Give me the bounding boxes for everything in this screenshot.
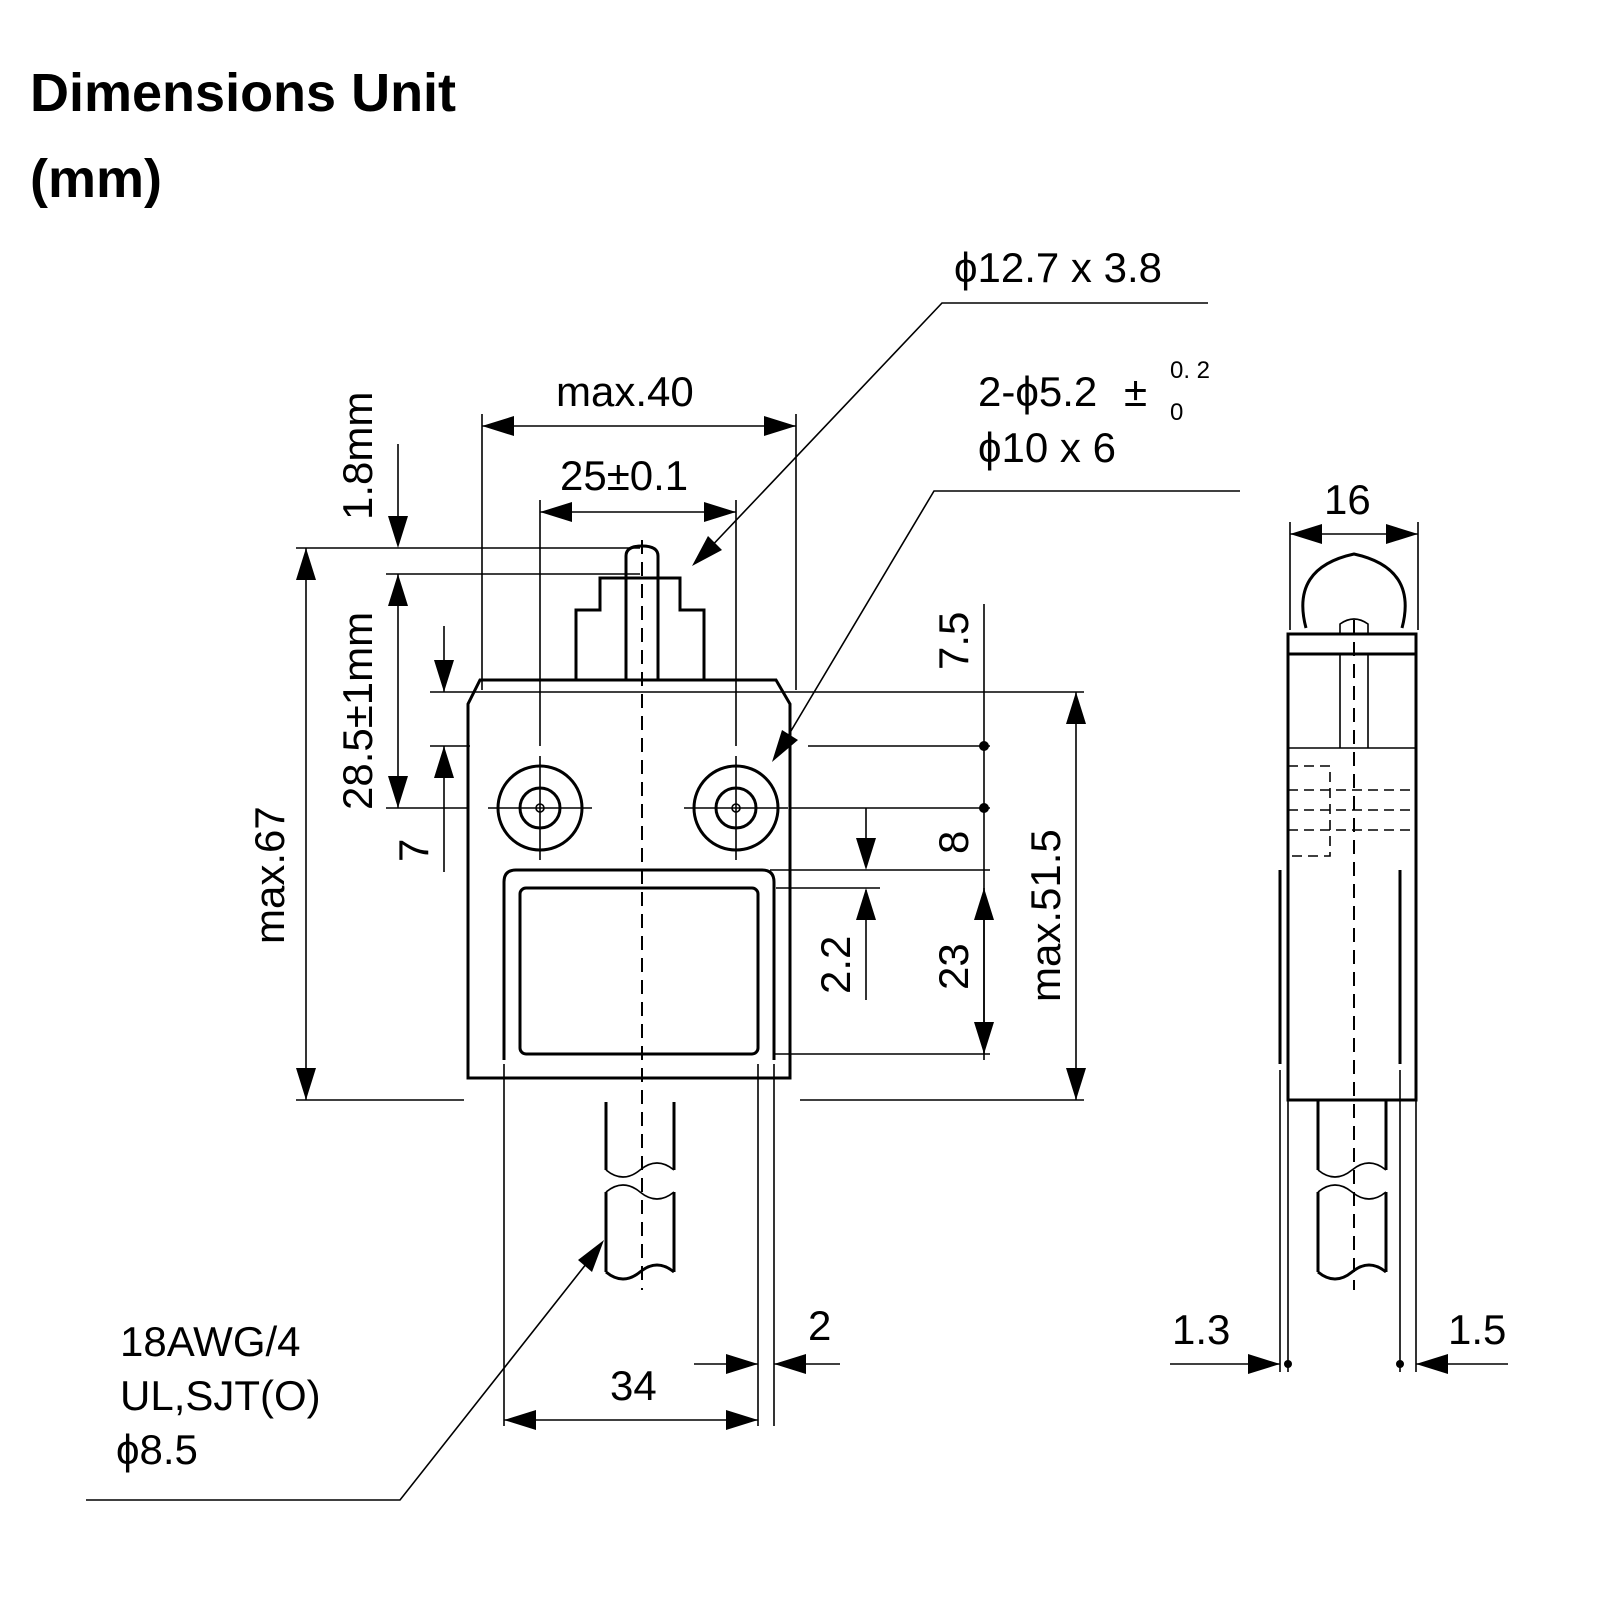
- mounting-hole-left: [488, 756, 592, 860]
- cable: [604, 1102, 676, 1281]
- dim2-2-label: 2.2: [812, 936, 859, 994]
- max67-label: max.67: [246, 806, 293, 944]
- leader-lines: [86, 302, 1240, 1501]
- dim7-5-label: 7.5: [930, 612, 977, 670]
- cable-spec-line1: 18AWG/4: [120, 1318, 301, 1365]
- side-view: [1170, 522, 1508, 1374]
- tolerance-lower: 0: [1170, 399, 1183, 426]
- counterbore-label: ϕ10 x 6: [978, 424, 1116, 471]
- page-subtitle-unit: (mm): [30, 149, 162, 209]
- tolerance-upper: 0. 2: [1170, 357, 1210, 384]
- width16-label: 16: [1324, 476, 1371, 523]
- max51-5-label: max.51.5: [1022, 829, 1069, 1002]
- dim23-label: 23: [930, 943, 977, 990]
- pitch-label: 25±0.1: [560, 452, 688, 499]
- dim2-label: 2: [808, 1302, 831, 1349]
- max40-label: max.40: [556, 368, 694, 415]
- dimension-labels: ϕ12.7 x 3.8 2-ϕ5.2 ± 0. 2 0 ϕ10 x 6 max.…: [116, 244, 1506, 1473]
- plunger-guide: [574, 576, 706, 680]
- dim1-5-label: 1.5: [1448, 1306, 1506, 1353]
- dim7-label: 7: [390, 839, 437, 862]
- dim34-label: 34: [610, 1362, 657, 1409]
- mounting-hole-right: [684, 756, 788, 860]
- page-title: Dimensions Unit: [30, 63, 457, 123]
- switch-body: [466, 678, 792, 1080]
- travel-1-8-label: 1.8mm: [334, 392, 381, 520]
- height-28-5-label: 28.5±1mm: [334, 612, 381, 810]
- dim1-3-label: 1.3: [1172, 1306, 1230, 1353]
- roller: [1301, 552, 1407, 629]
- side-body: [1286, 632, 1418, 1102]
- plus-minus-symbol: ±: [1124, 368, 1147, 415]
- roller-size-label: ϕ12.7 x 3.8: [954, 244, 1162, 291]
- dimension-lines: [296, 416, 1086, 1430]
- cable-spec-line2: UL,SJT(O): [120, 1372, 321, 1419]
- dim8-label: 8: [930, 831, 977, 854]
- mounting-hole-label: 2-ϕ5.2: [978, 368, 1097, 415]
- window-frame: [502, 868, 776, 1060]
- front-view: [86, 302, 1240, 1501]
- cable-spec-line3: ϕ8.5: [116, 1426, 198, 1473]
- window-panel: [518, 886, 760, 1056]
- extension-lines: [296, 414, 1084, 1426]
